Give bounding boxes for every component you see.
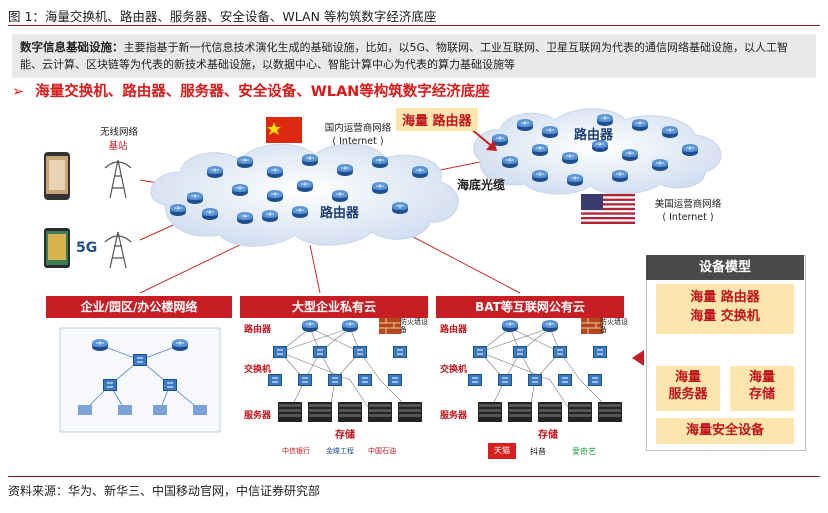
public-storage-label: 存储 <box>538 430 558 441</box>
domestic-network-label: 国内运营商网络 ( Internet ) <box>308 122 408 148</box>
private-firewall-label: 防火墙设备 <box>400 318 428 334</box>
cell-tower-icon <box>104 159 132 199</box>
private-storage-label: 存储 <box>335 430 355 441</box>
model-server: 海量 服务器 <box>656 366 720 411</box>
enterprise-devices <box>78 338 207 415</box>
private-tier-switch: 交换机 <box>244 365 272 375</box>
public-tier-switch: 交换机 <box>440 365 468 375</box>
headline-text: 海量交换机、路由器、服务器、安全设备、WLAN等构筑数字经济底座 <box>35 84 490 100</box>
wireless-network-label: 无线网络 <box>99 127 138 138</box>
model-storage: 海量 存储 <box>730 366 794 411</box>
logo-iqiyi: 爱奇艺 <box>572 447 596 456</box>
smartphone-icon <box>44 152 70 200</box>
public-cloud-panel-title: BAT等互联网公有云 <box>436 296 624 318</box>
domestic-cloud-label: 路由器 <box>320 206 360 221</box>
private-tier-router: 路由器 <box>244 325 272 335</box>
us-network-sub: ( Internet ) <box>662 212 714 223</box>
public-cloud-topology <box>479 327 611 411</box>
5g-label: 5G <box>76 240 98 256</box>
model-storage-line2: 存储 <box>748 387 775 402</box>
logo-petrochina: 中国石油 <box>368 447 396 455</box>
private-cloud-devices <box>267 309 422 422</box>
definition-text: 数字信息基础设施：主要指基于新一代信息技术演化生成的基础设施，比如，以5G、物联… <box>20 39 810 73</box>
logo-douyin: 抖音 <box>530 447 546 456</box>
model-server-line2: 服务器 <box>668 387 708 402</box>
us-flag-icon <box>581 194 635 224</box>
massive-router-callout: 海量 路由器 <box>396 108 478 131</box>
enterprise-panel-title: 企业/园区/办公楼网络 <box>46 296 232 318</box>
public-tier-server: 服务器 <box>440 411 468 421</box>
source-note: 资料来源：华为、新华三、中国移动官网，中信证券研究部 <box>8 484 321 498</box>
5g-phone-icon <box>44 228 70 268</box>
base-station-label: 基站 <box>108 141 128 152</box>
private-cloud-topology <box>279 327 411 411</box>
callout-arrow <box>469 127 495 149</box>
model-switch-line: 海量 交换机 <box>690 309 760 324</box>
headline: ➢ 海量交换机、路由器、服务器、安全设备、WLAN等构筑数字经济底座 <box>12 80 490 101</box>
public-cloud-devices <box>467 309 622 422</box>
china-flag-icon <box>266 117 302 143</box>
logo-kingdee: 金蝶工程 <box>326 447 354 455</box>
definition-body: 主要指基于新一代信息技术演化生成的基础设施，比如，以5G、物联网、工业互联网、卫… <box>20 41 789 71</box>
us-network-label: 美国运营商网络 ( Internet ) <box>638 198 738 224</box>
device-model-title: 设备模型 <box>646 255 804 280</box>
model-router-switch: 海量 路由器 海量 交换机 <box>656 284 794 334</box>
logo-citic-bank: 中信银行 <box>282 447 310 455</box>
domestic-network-sub: ( Internet ) <box>332 136 384 147</box>
private-cloud-panel-title: 大型企业私有云 <box>240 296 428 318</box>
headline-arrow-icon: ➢ <box>12 84 25 100</box>
pointer-arrow-icon <box>632 350 644 366</box>
domestic-cloud <box>150 143 459 247</box>
model-router-line: 海量 路由器 <box>690 290 760 305</box>
definition-box <box>12 34 816 78</box>
model-security: 海量安全设备 <box>656 418 794 444</box>
private-tier-server: 服务器 <box>244 411 272 421</box>
logo-tmall: 天猫 <box>488 443 516 459</box>
title-divider <box>8 25 820 26</box>
us-network-name: 美国运营商网络 <box>654 199 722 210</box>
footer-divider <box>8 476 820 477</box>
domestic-network-name: 国内运营商网络 <box>324 123 392 134</box>
us-cloud-label: 路由器 <box>574 128 614 143</box>
public-tier-router: 路由器 <box>440 325 468 335</box>
model-server-line1: 海量 <box>674 370 701 385</box>
submarine-cable-label: 海底光缆 <box>457 178 506 192</box>
model-storage-line1: 海量 <box>748 370 775 385</box>
public-firewall-label: 防火墙设备 <box>600 318 628 334</box>
figure-title: 图 1：海量交换机、路由器、服务器、安全设备、WLAN 等构筑数字经济底座 <box>8 9 437 24</box>
definition-label: 数字信息基础设施： <box>20 40 124 54</box>
5g-tower-icon <box>104 231 132 269</box>
enterprise-network-diagram <box>59 327 221 433</box>
